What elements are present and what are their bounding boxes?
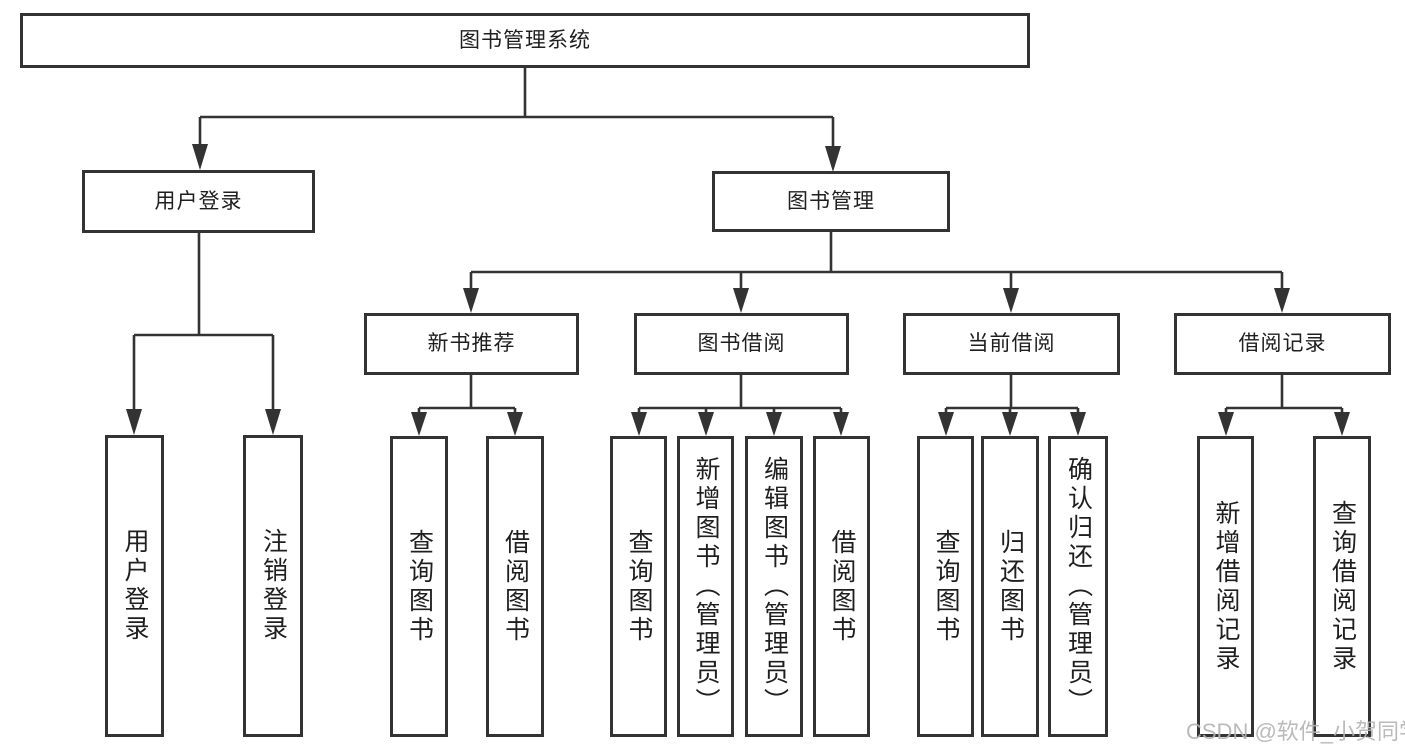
node-book-management: 图书管理: [712, 171, 950, 232]
leaf-query-books-borrow: 查询图书: [610, 436, 667, 737]
node-book-borrow: 图书借阅: [634, 313, 849, 375]
node-label: 新增图书（管理员）: [692, 456, 720, 717]
leaf-query-books-current: 查询图书: [917, 436, 974, 737]
node-label: 借阅图书: [501, 528, 530, 645]
node-label: 图书管理系统: [459, 28, 591, 52]
leaf-confirm-return-admin: 确认归还（管理员）: [1048, 436, 1108, 737]
node-label: 查询图书: [405, 528, 434, 645]
node-label: 借阅图书: [828, 528, 856, 645]
leaf-query-books-recommend: 查询图书: [390, 436, 448, 737]
node-label: 编辑图书（管理员）: [760, 456, 789, 717]
node-label: 新书推荐: [427, 332, 516, 356]
leaf-query-borrow-record: 查询借阅记录: [1313, 436, 1371, 737]
node-label: 借阅记录: [1238, 332, 1327, 356]
node-label: 查询图书: [932, 528, 960, 645]
node-library-management-system: 图书管理系统: [20, 13, 1030, 68]
node-new-book-recommend: 新书推荐: [364, 313, 579, 375]
node-label: 查询图书: [625, 528, 653, 645]
csdn-watermark: CSDN @软件_小贺同学: [1186, 719, 1405, 744]
node-label: 查询借阅记录: [1328, 499, 1357, 674]
node-label: 用户登录: [154, 189, 243, 213]
leaf-add-borrow-record: 新增借阅记录: [1197, 436, 1254, 737]
leaf-edit-book-admin: 编辑图书（管理员）: [745, 436, 803, 737]
node-label: 当前借阅: [967, 332, 1056, 356]
leaf-borrow-books: 借阅图书: [813, 436, 870, 737]
node-borrow-records: 借阅记录: [1174, 313, 1391, 375]
node-label: 注销登录: [259, 528, 288, 644]
node-label: 图书管理: [787, 189, 875, 213]
node-label: 归还图书: [996, 528, 1025, 645]
leaf-user-login: 用户登录: [105, 435, 164, 737]
node-label: 确认归还（管理员）: [1064, 456, 1093, 717]
node-label: 图书借阅: [697, 332, 786, 356]
leaf-logout: 注销登录: [243, 435, 303, 737]
node-user-login: 用户登录: [82, 170, 315, 233]
node-label: 用户登录: [121, 528, 149, 644]
leaf-borrow-books-recommend: 借阅图书: [486, 436, 544, 737]
leaf-return-book: 归还图书: [981, 436, 1039, 737]
leaf-add-book-admin: 新增图书（管理员）: [677, 436, 734, 737]
node-current-borrow: 当前借阅: [903, 313, 1120, 375]
node-label: 新增借阅记录: [1212, 499, 1240, 674]
